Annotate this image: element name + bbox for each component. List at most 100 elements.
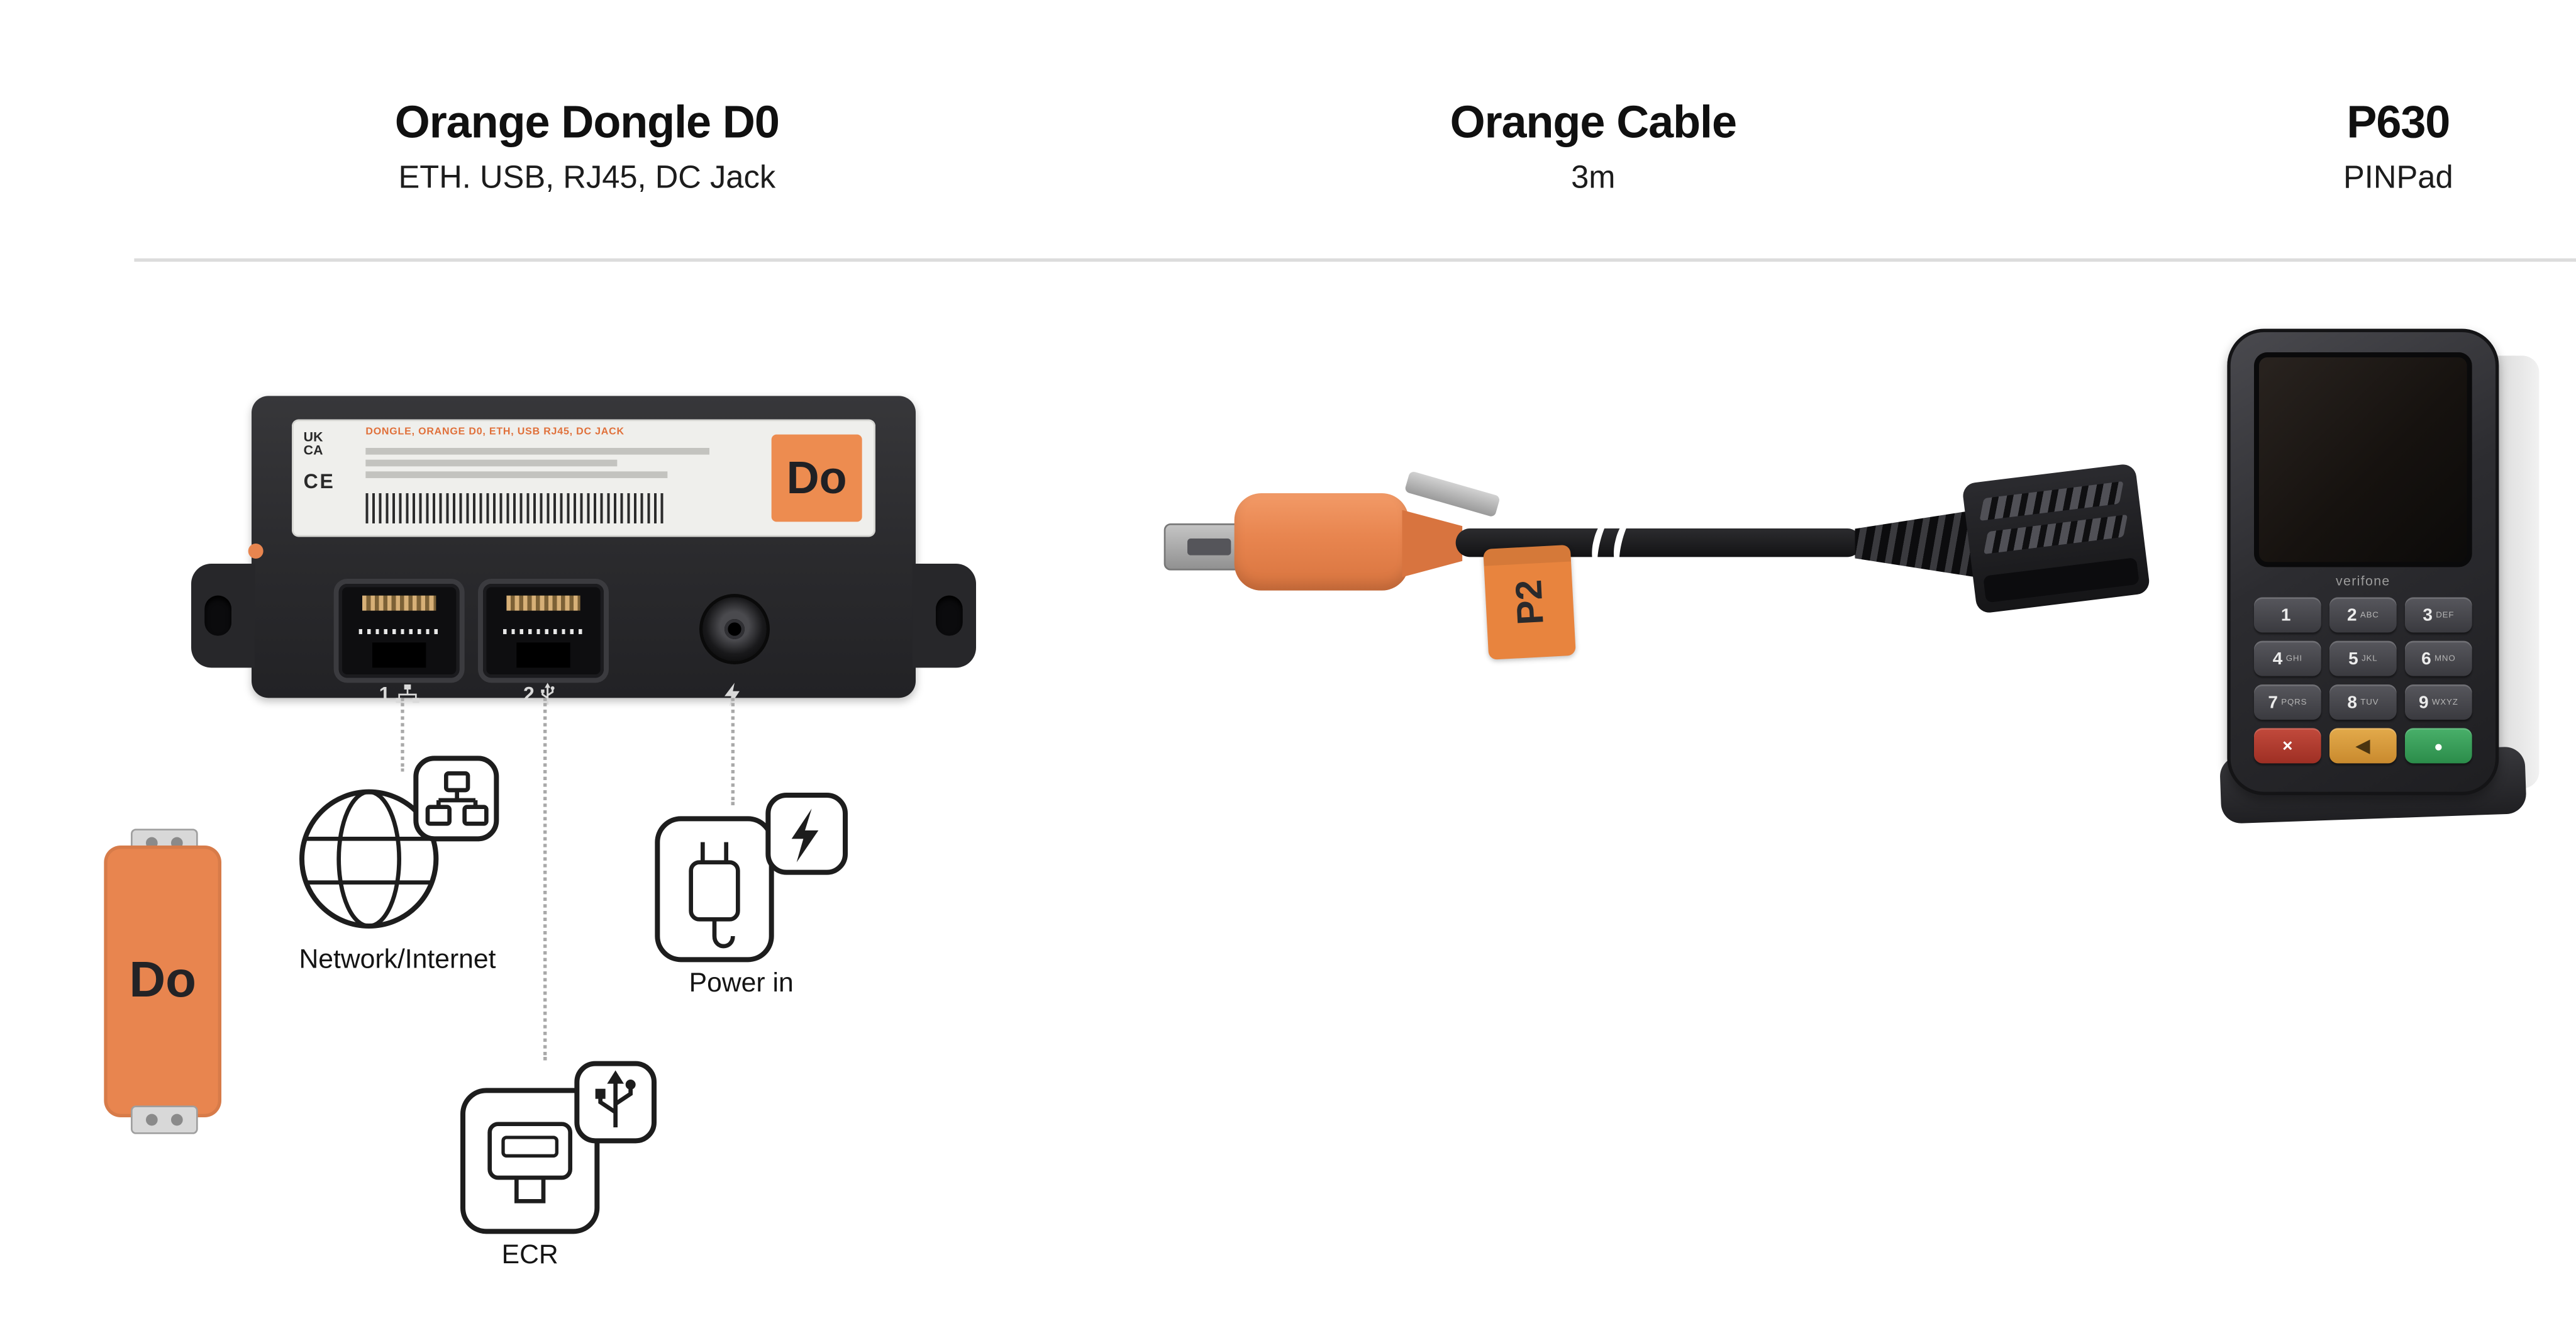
- port-2-label: 2: [523, 683, 555, 706]
- tab-hole: [146, 1114, 158, 1126]
- dongle-label-plate: UK CA CE DONGLE, ORANGE D0, ETH, USB RJ4…: [292, 419, 876, 537]
- bolt-icon: [724, 683, 740, 706]
- cancel-key: ×: [2254, 728, 2321, 764]
- rj45-dots: [358, 629, 440, 635]
- key-sub: DEF: [2436, 610, 2455, 620]
- usb-metal-tip: [1163, 523, 1248, 571]
- card-do-label: Do: [129, 952, 197, 1008]
- ecr-label: ECR: [501, 1241, 558, 1270]
- enter-glyph: ●: [2434, 737, 2443, 754]
- p2-tag: P2: [1483, 544, 1576, 660]
- lan-icon: [395, 684, 419, 703]
- key-1: 1: [2254, 597, 2321, 633]
- rj45-port-1: [338, 584, 460, 678]
- key-sub: WXYZ: [2431, 697, 2458, 708]
- tab-hole: [171, 1114, 183, 1126]
- mounting-ear-left: [191, 564, 255, 668]
- key-digit: 7: [2268, 692, 2278, 713]
- power-port-label: [724, 683, 741, 706]
- key-sub: TUV: [2360, 697, 2379, 708]
- globe-icon: [299, 756, 499, 929]
- ce-mark: CE: [303, 469, 335, 494]
- barcode: [365, 493, 665, 524]
- key-sub: ABC: [2360, 610, 2379, 620]
- ukca-mark: UK CA: [303, 429, 323, 459]
- header-divider: [134, 258, 2576, 261]
- rj45-pins: [362, 595, 436, 611]
- cable-subtitle: 3m: [1571, 161, 1616, 197]
- terminal-title: P630: [2346, 97, 2450, 148]
- rj45-cavity: [516, 642, 570, 668]
- clear-key: ◀: [2329, 728, 2397, 764]
- header-dongle: Orange Dongle D0 ETH. USB, RJ45, DC Jack: [252, 98, 923, 198]
- key-digit: 9: [2419, 692, 2429, 713]
- key-digit: 3: [2423, 605, 2433, 625]
- terminal-screen: [2254, 352, 2472, 567]
- clear-glyph: ◀: [2356, 735, 2370, 756]
- dongle-body: UK CA CE DONGLE, ORANGE D0, ETH, USB RJ4…: [252, 396, 916, 706]
- do-logo-badge: Do: [771, 434, 862, 522]
- enter-key: ●: [2405, 728, 2472, 764]
- p2-tag-label: P2: [1506, 578, 1551, 626]
- power-label: Power in: [689, 969, 794, 998]
- key-sub: MNO: [2434, 653, 2456, 664]
- label-text-line: [365, 459, 618, 466]
- dongle-device: UK CA CE DONGLE, ORANGE D0, ETH, USB RJ4…: [191, 382, 977, 727]
- rj45-port-2: [483, 584, 604, 678]
- label-title: DONGLE, ORANGE D0, ETH, USB RJ45, DC JAC…: [365, 428, 625, 438]
- key-digit: 2: [2346, 605, 2357, 625]
- usb-shield-back: [1404, 471, 1501, 518]
- connector-line-power: [731, 698, 735, 806]
- do-card: Do: [104, 829, 222, 1134]
- mounting-ear-right: [912, 564, 977, 668]
- header-terminal: P630 PINPad: [2180, 98, 2576, 198]
- terminal-subtitle: PINPad: [2343, 161, 2453, 197]
- port-2-number: 2: [523, 683, 535, 706]
- terminal-connector: [1962, 462, 2151, 615]
- strain-relief: [1855, 510, 1976, 578]
- key-sub: GHI: [2285, 653, 2302, 664]
- key-digit: 1: [2280, 605, 2291, 625]
- ecr-icon-group: ECR: [456, 1060, 657, 1270]
- key-digit: 4: [2272, 648, 2283, 669]
- usb-icon: [540, 683, 554, 705]
- orange-dot-sticker: [248, 544, 264, 559]
- dongle-subtitle: ETH. USB, RJ45, DC Jack: [398, 161, 776, 197]
- rj45-dots: [503, 629, 584, 635]
- cancel-glyph: ×: [2282, 735, 2293, 756]
- port-1-number: 1: [379, 683, 391, 706]
- ecr-terminal-icon: [460, 1061, 657, 1234]
- network-internet-icon-group: Network/Internet: [289, 752, 507, 974]
- orange-overmold: [1234, 493, 1409, 591]
- key-sub: PQRS: [2281, 697, 2307, 708]
- mounting-hole: [936, 595, 963, 636]
- key-digit: 8: [2347, 692, 2357, 713]
- connector-line-network: [401, 698, 404, 772]
- connector-line-ecr: [543, 698, 547, 1061]
- key-sub: JKL: [2362, 653, 2378, 664]
- card-tab-bottom: [131, 1105, 198, 1134]
- usb-badge-icon: [574, 1061, 657, 1144]
- cable-neck: [1402, 510, 1463, 578]
- key-digit: 6: [2421, 648, 2431, 669]
- label-text-line: [365, 448, 710, 454]
- rj45-cavity: [372, 642, 426, 668]
- power-adapter-icon: [655, 793, 848, 963]
- rj45-pins: [506, 595, 580, 611]
- mounting-hole: [204, 595, 232, 636]
- cable-title: Orange Cable: [1450, 97, 1737, 148]
- terminal-brand: verifone: [2336, 574, 2390, 589]
- dc-jack: [702, 597, 767, 661]
